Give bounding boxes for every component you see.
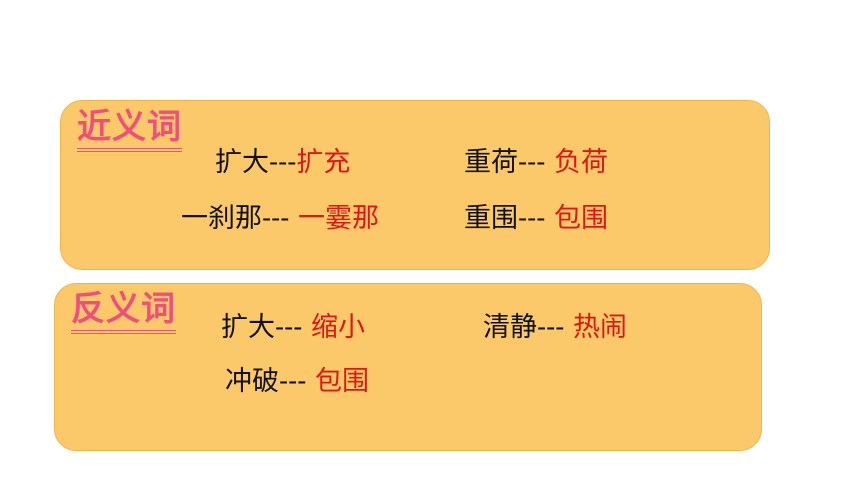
pair-answer: 包围 bbox=[553, 203, 608, 234]
pair-answer: 负荷 bbox=[553, 147, 608, 178]
pair-word: 重围 bbox=[464, 203, 518, 234]
pair-separator: --- bbox=[518, 203, 554, 234]
pair-word: 扩大 bbox=[221, 312, 275, 343]
pair-separator: --- bbox=[269, 147, 297, 178]
synonym-pair: 一刹那--- 一霎那 bbox=[181, 205, 379, 232]
heading-underline bbox=[71, 333, 176, 334]
synonyms-heading: 近义词 bbox=[77, 107, 182, 152]
synonyms-heading-text: 近义词 bbox=[77, 107, 182, 147]
pair-word: 一刹那 bbox=[181, 203, 262, 234]
pair-separator: --- bbox=[275, 312, 311, 343]
pair-answer: 扩充 bbox=[296, 147, 351, 178]
heading-underline bbox=[77, 148, 182, 149]
pair-answer: 热闹 bbox=[572, 312, 627, 343]
pair-word: 冲破 bbox=[225, 366, 279, 397]
heading-underline bbox=[77, 151, 182, 152]
antonym-pair: 清静--- 热闹 bbox=[483, 314, 627, 341]
synonym-pair: 扩大---扩充 bbox=[215, 149, 350, 176]
antonyms-heading: 反义词 bbox=[71, 289, 176, 334]
pair-separator: --- bbox=[262, 203, 298, 234]
pair-answer: 缩小 bbox=[310, 312, 365, 343]
synonym-pair: 重荷--- 负荷 bbox=[464, 149, 608, 176]
antonyms-heading-text: 反义词 bbox=[71, 289, 176, 329]
pair-word: 重荷 bbox=[464, 147, 518, 178]
pair-separator: --- bbox=[537, 312, 573, 343]
pair-word: 清静 bbox=[483, 312, 537, 343]
synonyms-panel: 近义词 扩大---扩充 重荷--- 负荷 一刹那--- 一霎那 重围--- 包围 bbox=[60, 100, 770, 270]
pair-word: 扩大 bbox=[215, 147, 269, 178]
antonyms-panel: 反义词 扩大--- 缩小 清静--- 热闹 冲破--- 包围 bbox=[54, 283, 762, 451]
antonym-pair: 冲破--- 包围 bbox=[225, 368, 369, 395]
pair-answer: 一霎那 bbox=[297, 203, 379, 234]
heading-underline bbox=[71, 330, 176, 331]
pair-separator: --- bbox=[518, 147, 554, 178]
pair-answer: 包围 bbox=[314, 366, 369, 397]
antonym-pair: 扩大--- 缩小 bbox=[221, 314, 365, 341]
synonym-pair: 重围--- 包围 bbox=[464, 205, 608, 232]
pair-separator: --- bbox=[279, 366, 315, 397]
